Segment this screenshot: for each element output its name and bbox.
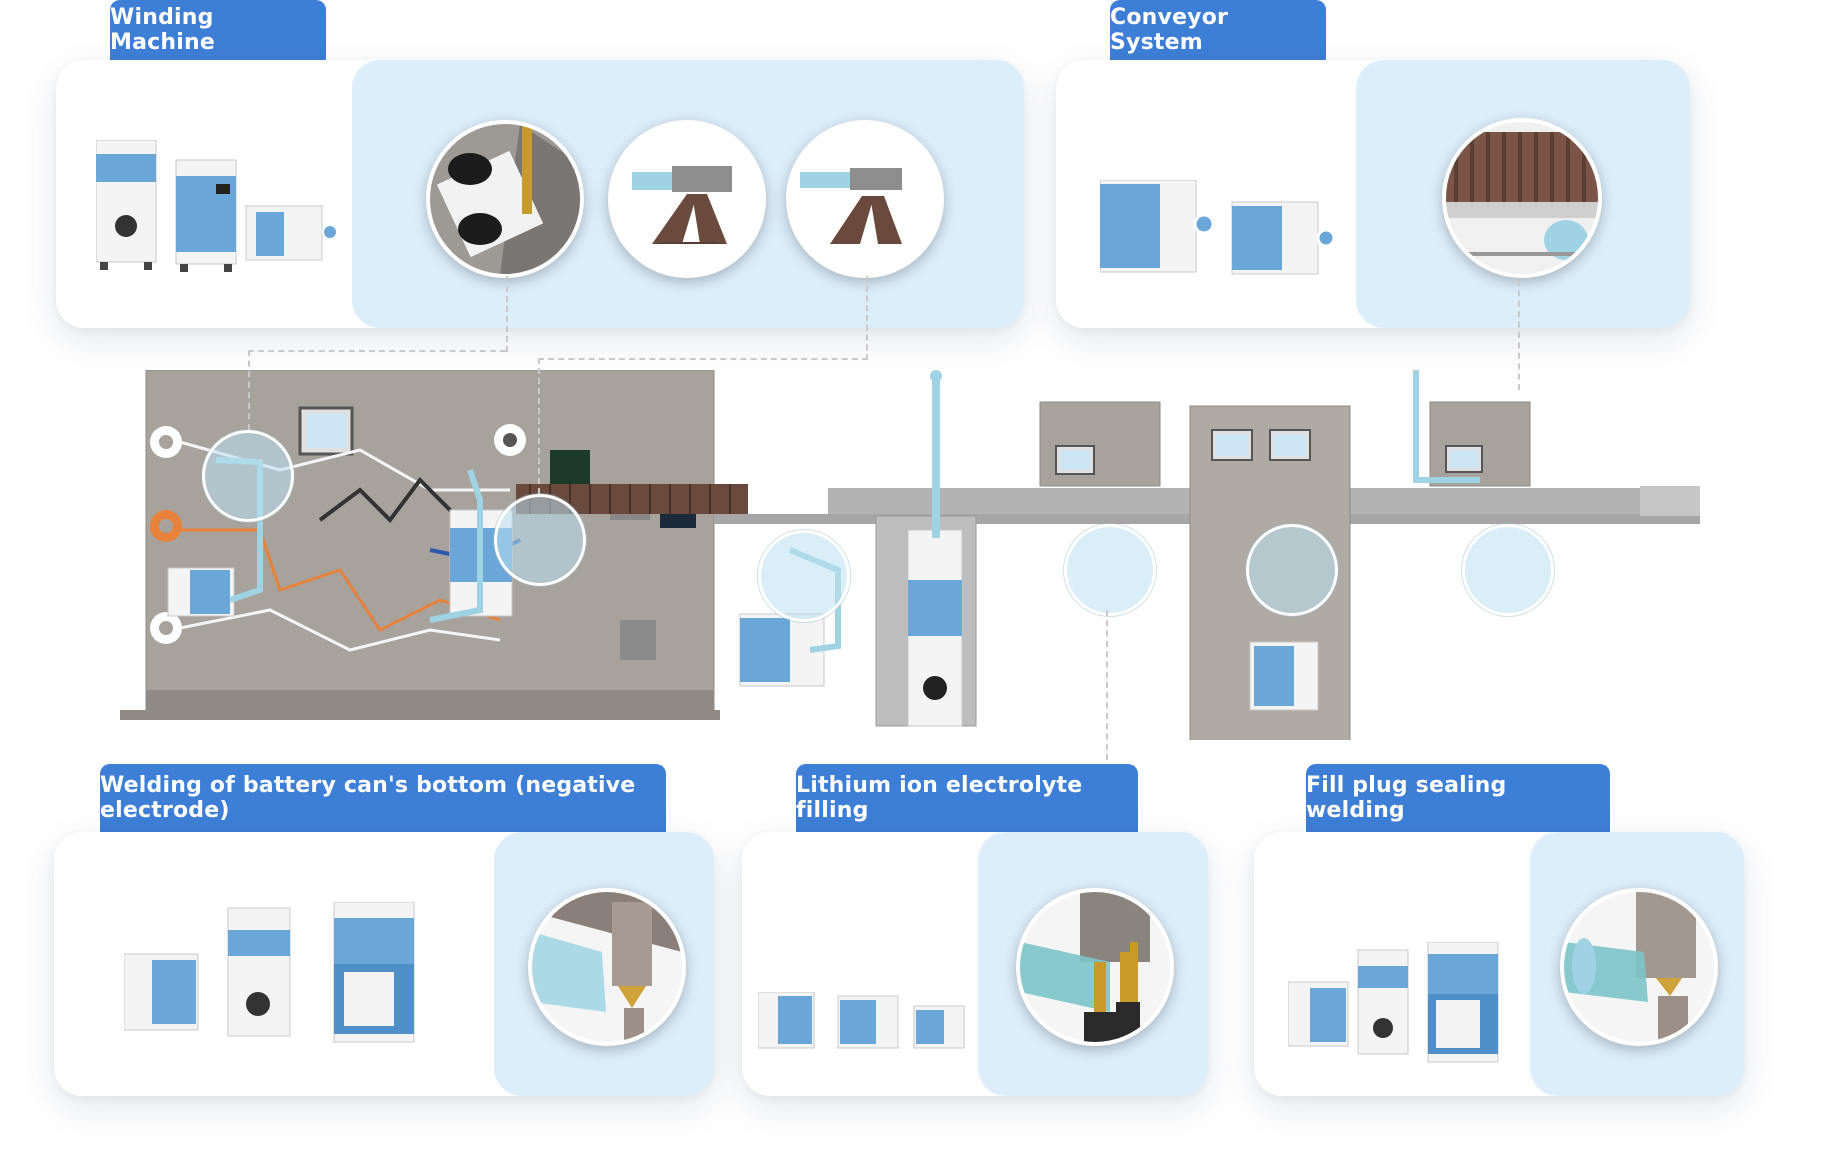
fill-plug-title: Fill plug sealing welding bbox=[1306, 773, 1507, 823]
dust-collector-icon bbox=[837, 995, 899, 1049]
connector-welding bbox=[1106, 610, 1108, 760]
winding-machine-body bbox=[120, 370, 720, 720]
dust-collector-icon bbox=[1288, 981, 1349, 1047]
dust-collector-icon bbox=[913, 1005, 965, 1049]
filling-needle-icon bbox=[1020, 892, 1170, 1042]
dust-collector-icon bbox=[1427, 942, 1499, 1063]
winding-machine-card bbox=[56, 60, 1024, 328]
central-station bbox=[875, 370, 977, 727]
ring-sealing bbox=[1462, 524, 1554, 616]
dust-collector-icon bbox=[167, 567, 235, 617]
ring-winder-1 bbox=[202, 430, 294, 522]
dust-collector-icon bbox=[175, 159, 237, 272]
production-line bbox=[120, 370, 1700, 740]
ring-conveyor bbox=[758, 530, 850, 622]
connector-conveyor bbox=[1518, 280, 1520, 390]
dust-collector-icon bbox=[1249, 641, 1319, 711]
tab-fill-plug: Fill plug sealing welding bbox=[1306, 764, 1610, 832]
connector-winding-5 bbox=[866, 276, 868, 360]
conveyor-cells-zoom bbox=[1442, 118, 1602, 278]
fill-plug-zoom bbox=[1560, 888, 1718, 1046]
conveyor-cells-icon bbox=[1446, 122, 1598, 274]
weld-torch-icon bbox=[1564, 892, 1714, 1042]
electrolyte-zoom bbox=[1016, 888, 1174, 1046]
dust-collector-icon bbox=[739, 613, 825, 687]
winding-nozzle-zoom-2 bbox=[786, 120, 944, 278]
dust-collector-icon bbox=[1100, 180, 1215, 273]
connector-winding-1 bbox=[248, 350, 506, 352]
ring-filling bbox=[1246, 524, 1338, 616]
duct-pipe-icon bbox=[1413, 370, 1480, 483]
winding-roller-icon bbox=[430, 124, 580, 274]
filling-station-3 bbox=[1429, 401, 1531, 487]
nozzle-icon bbox=[790, 124, 940, 274]
dust-collector-icon bbox=[1231, 201, 1336, 275]
connector-winding-3 bbox=[248, 350, 250, 430]
conveyor-collectors bbox=[1100, 180, 1336, 275]
tab-winding-machine: Winding Machine bbox=[110, 0, 326, 60]
winding-collectors bbox=[96, 140, 338, 272]
welding-bottom-zoom bbox=[528, 888, 686, 1046]
ring-welding bbox=[1064, 524, 1156, 616]
dust-collector-icon bbox=[758, 992, 815, 1049]
dust-collector-icon bbox=[333, 902, 415, 1043]
fill-plug-collectors bbox=[1288, 942, 1499, 1063]
tab-electrolyte-filling: Lithium ion electrolyte filling bbox=[796, 764, 1138, 832]
conveyor-system-card bbox=[1056, 60, 1690, 328]
weld-torch-icon bbox=[532, 892, 682, 1042]
electrolyte-collectors bbox=[758, 992, 965, 1049]
electrolyte-filling-card bbox=[742, 832, 1208, 1096]
connector-winding-6 bbox=[538, 358, 540, 494]
welding-bottom-collectors bbox=[124, 902, 415, 1043]
welding-bottom-title: Welding of battery can's bottom (negativ… bbox=[100, 773, 636, 823]
winding-roller-zoom bbox=[426, 120, 584, 278]
electrolyte-filling-title: Lithium ion electrolyte filling bbox=[796, 773, 1083, 823]
dust-collector-icon bbox=[245, 205, 338, 261]
tab-welding-bottom: Welding of battery can's bottom (negativ… bbox=[100, 764, 666, 832]
conveyor-system-title: Conveyor System bbox=[1110, 5, 1229, 55]
winding-nozzle-zoom-1 bbox=[608, 120, 766, 278]
dust-collector-icon bbox=[96, 140, 157, 270]
connector-winding-2 bbox=[506, 276, 508, 352]
welding-bottom-card bbox=[54, 832, 714, 1096]
dust-collector-icon bbox=[1357, 949, 1409, 1055]
tab-conveyor-system: Conveyor System bbox=[1110, 0, 1326, 60]
winding-machine-title: Winding Machine bbox=[110, 5, 215, 55]
fill-plug-card bbox=[1254, 832, 1744, 1096]
filling-station-1 bbox=[1039, 401, 1161, 487]
dust-collector-icon bbox=[124, 953, 199, 1031]
ring-winder-2 bbox=[494, 494, 586, 586]
connector-winding-4 bbox=[538, 358, 868, 360]
nozzle-icon bbox=[612, 124, 762, 274]
dust-collector-icon bbox=[227, 907, 291, 1037]
